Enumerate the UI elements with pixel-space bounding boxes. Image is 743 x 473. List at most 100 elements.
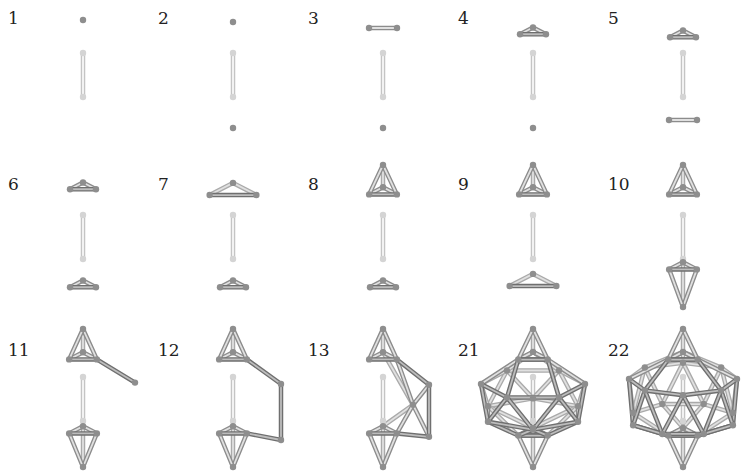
atom <box>380 349 386 355</box>
atom <box>556 367 562 373</box>
bond-tube <box>70 285 96 290</box>
callout-number: 8 <box>308 174 319 194</box>
bond-core <box>670 36 696 38</box>
bond-tube <box>559 398 578 422</box>
atom <box>230 256 236 262</box>
bond <box>721 390 733 425</box>
bond-tube <box>81 377 86 421</box>
bond-tube <box>369 433 383 467</box>
bond-core <box>662 403 703 405</box>
molecule-figure <box>67 179 99 290</box>
bond-core <box>669 193 697 195</box>
bond-core <box>369 329 383 359</box>
bond-tube <box>488 398 507 422</box>
atom <box>366 25 372 31</box>
bond-tube <box>519 192 547 197</box>
callout-number: 13 <box>308 340 330 360</box>
bond-core <box>232 53 234 97</box>
bond-tube <box>69 357 97 362</box>
bond <box>548 360 559 398</box>
bond-core <box>682 53 684 97</box>
bond-core <box>369 433 383 467</box>
bond <box>413 405 429 437</box>
bond-core <box>669 268 697 270</box>
atom <box>230 50 236 56</box>
atom <box>680 162 686 168</box>
bond <box>97 359 135 382</box>
atom <box>545 356 551 362</box>
bond-tube <box>533 398 559 430</box>
bond-tube <box>219 357 247 362</box>
bond <box>533 398 559 430</box>
atom <box>543 31 549 37</box>
atom <box>93 186 99 192</box>
callout-number: 9 <box>458 174 469 194</box>
atom <box>380 50 386 56</box>
bond <box>413 385 429 405</box>
molecule-figure <box>366 162 400 291</box>
bond <box>533 165 547 194</box>
bond <box>669 120 697 121</box>
bond-tube <box>683 329 698 360</box>
bond-core <box>97 359 135 382</box>
bond-core <box>532 215 534 259</box>
atom <box>426 434 432 440</box>
bond-core <box>533 398 559 430</box>
bond-core <box>232 215 234 259</box>
atom <box>659 431 665 437</box>
atom <box>230 423 236 429</box>
callout-number: 4 <box>458 8 469 28</box>
bond-tube <box>668 329 683 360</box>
bond-core <box>383 165 397 194</box>
bond <box>219 359 247 360</box>
bond-tube <box>231 53 236 97</box>
bond-core <box>518 359 547 361</box>
atom <box>530 395 536 401</box>
bond-tube <box>507 360 518 398</box>
molecule-figure <box>626 326 740 470</box>
atom <box>380 212 386 218</box>
bond <box>429 385 430 437</box>
bond-tube <box>369 26 397 31</box>
atom <box>734 376 740 382</box>
bond-core <box>669 119 697 121</box>
atom <box>665 356 671 362</box>
bond <box>70 287 96 288</box>
atom <box>380 464 386 470</box>
bond <box>683 436 698 467</box>
atom <box>485 403 491 409</box>
bond-tube <box>231 377 236 421</box>
bond-tube <box>698 360 721 391</box>
bond-tube <box>247 359 281 384</box>
atom <box>66 356 72 362</box>
atom <box>80 423 86 429</box>
bond-core <box>219 432 247 434</box>
callout-number: 22 <box>608 340 630 360</box>
bond-core <box>645 360 668 391</box>
bond-tube <box>669 267 697 272</box>
bond-tube <box>381 53 386 97</box>
bond-core <box>518 359 547 361</box>
bond-tube <box>81 215 86 259</box>
atom <box>530 162 536 168</box>
bond-core <box>219 433 233 467</box>
atom <box>530 464 536 470</box>
bond-core <box>559 398 578 422</box>
atom <box>730 422 736 428</box>
bond <box>481 384 488 422</box>
atom <box>530 125 536 131</box>
bond-core <box>698 360 721 391</box>
atom <box>530 50 536 56</box>
bond-tube <box>683 436 698 467</box>
bond-core <box>247 433 281 440</box>
atom <box>80 212 86 218</box>
bond-core <box>83 329 97 359</box>
bond-tube <box>645 390 683 395</box>
atom <box>426 382 432 388</box>
bond-core <box>548 360 559 398</box>
bond <box>704 390 722 434</box>
bond-core <box>518 329 533 360</box>
bond-core <box>247 359 281 384</box>
molecule-figure <box>366 326 432 470</box>
bond-core <box>668 436 683 467</box>
